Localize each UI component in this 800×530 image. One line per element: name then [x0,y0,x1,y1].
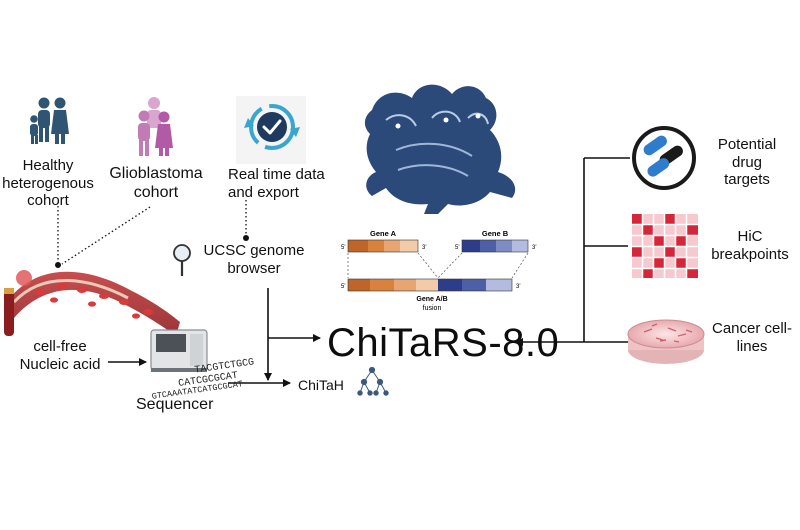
cell-free-label: cell-free Nucleic acid [8,338,112,373]
drug-line3: targets [724,171,770,189]
cancer-cell-lines-label: Cancer cell- lines [704,320,800,355]
sequencer-label: Sequencer [136,396,214,413]
glioblastoma-line1: Glioblastoma [109,165,203,182]
drug-line1: Potential [717,136,777,153]
cancer-line1: Cancer cell- [711,320,793,337]
fusion-3-end: 3' [516,284,520,290]
fusion-label-line2: fusion [423,305,442,312]
gene-a-label: Gene A [370,229,397,238]
family-icon [30,97,69,144]
healthy-line3: cohort [27,192,69,210]
network-icon [357,366,389,396]
petri-dish-icon [627,319,705,364]
hic-line2: breakpoints [711,245,789,263]
drug-targets-label: Potential drug targets [700,136,794,189]
drug-line2: drug [731,153,763,171]
ucsc-line2: browser [227,259,281,277]
healthy-line2: heterogenous [2,174,94,192]
gene-b-3-end: 3' [532,245,536,251]
gene-a-3-end: 3' [422,245,426,251]
gene-b-label: Gene B [482,229,509,238]
hic-breakpoints-label: HiC breakpoints [700,228,800,263]
ucsc-browser-label: UCSC genome browser [194,242,314,277]
sequencer-icon [150,329,208,372]
realtime-line2: and export [228,183,299,201]
cellfree-line1: cell-free [33,338,87,355]
gene-a-5-end: 5' [341,245,345,251]
glioblastoma-cohort-label: Glioblastoma cohort [100,165,212,203]
chitah-label: ChiTaH [298,377,344,393]
chimera-icon [364,84,516,214]
realtime-label: Real time data and export [228,166,344,201]
fusion-label-line1: Gene A/B [416,296,447,303]
healthy-line1: Healthy [22,157,74,174]
clock-check-icon [236,96,306,164]
healthy-cohort-label: Healthy heterogenous cohort [0,157,96,210]
blood-vessel-icon [4,270,180,336]
cancer-line2: lines [736,337,768,355]
main-title: ChiTaRS-8.0 [327,321,560,365]
connector-lines [55,157,630,387]
drug-target-icon [632,126,696,190]
ucsc-line1: UCSC genome [203,242,305,259]
cellfree-line2: Nucleic acid [19,355,101,373]
gene-b-5-end: 5' [455,245,459,251]
hic-heatmap-icon [632,214,698,278]
hic-line1: HiC [737,228,763,245]
gene-fusion-icon [347,239,529,292]
fusion-5-end: 5' [341,284,345,290]
realtime-line1: Real time data [228,166,325,183]
magnifier-icon [173,244,191,276]
glioblastoma-line2: cohort [133,183,179,201]
family-pink-icon [138,97,173,156]
